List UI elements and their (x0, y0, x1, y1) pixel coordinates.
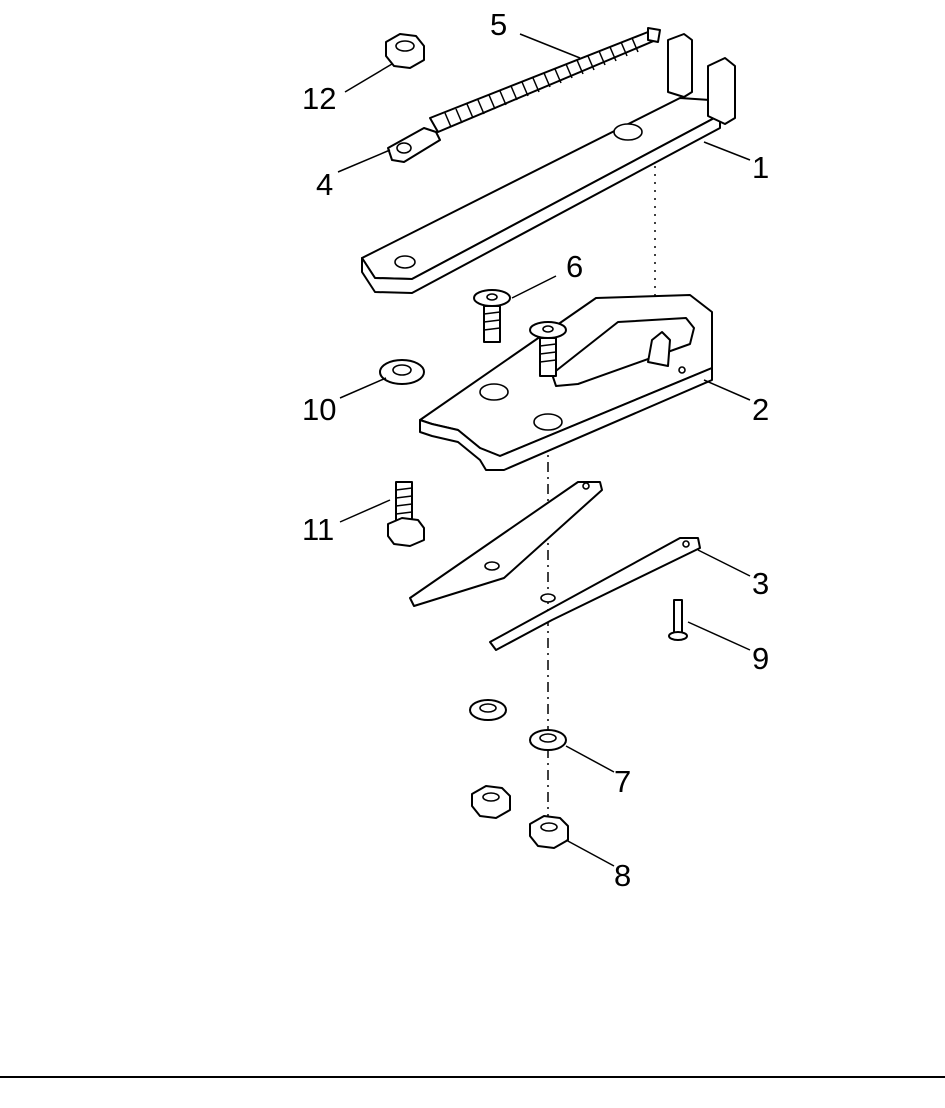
part-2-holder-plate (419, 294, 713, 471)
callout-3: 3 (752, 566, 769, 601)
part-6-screw (473, 289, 511, 343)
part-7-washer (529, 729, 567, 751)
callout-5: 5 (490, 7, 507, 42)
part-12-hex-nut (385, 33, 425, 69)
part-3-knife-blade (489, 537, 701, 651)
part-1-bracket-plate (361, 33, 736, 294)
part-10-washer (379, 359, 425, 385)
callout-9: 9 (752, 641, 769, 676)
callout-10: 10 (302, 392, 336, 427)
hex-nut (471, 785, 511, 819)
callout-6: 6 (566, 249, 583, 284)
part-9-pin (668, 599, 688, 641)
part-11-hex-bolt (387, 481, 425, 547)
footer-rule (0, 1076, 945, 1078)
part-8-hex-nut (529, 815, 569, 849)
leader-lines (337, 33, 751, 867)
part-6-screw (529, 321, 567, 377)
part-4-spring-eye (387, 127, 441, 163)
part-3-knife-blade (409, 481, 603, 607)
callout-2: 2 (752, 392, 769, 427)
callout-7: 7 (614, 764, 631, 799)
callout-4: 4 (316, 167, 333, 202)
part-5-spring (429, 27, 661, 133)
callout-12: 12 (302, 81, 336, 116)
callout-1: 1 (752, 150, 769, 185)
callout-11: 11 (302, 512, 334, 547)
callout-8: 8 (614, 858, 631, 893)
washer (469, 699, 507, 721)
